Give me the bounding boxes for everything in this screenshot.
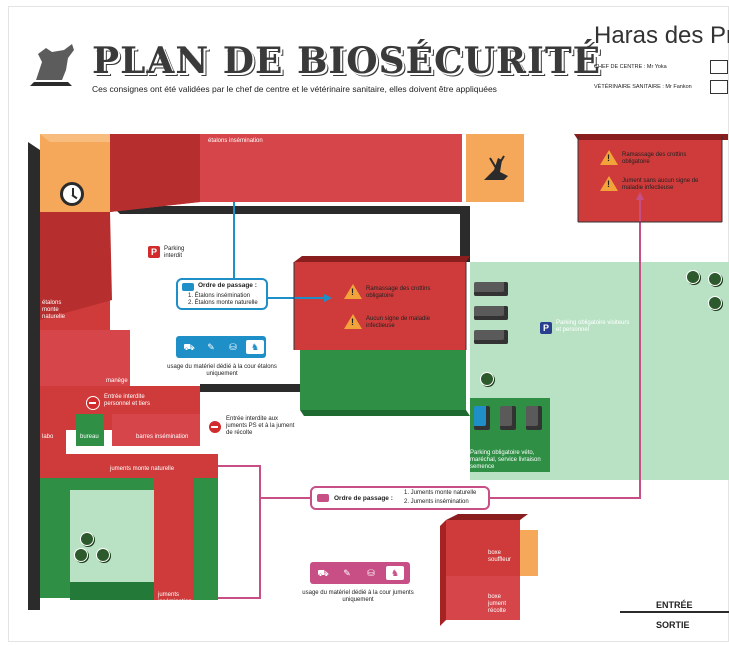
horse-icon — [182, 283, 194, 291]
label-bureau: bureau — [80, 434, 99, 440]
label-labo: labo — [42, 434, 54, 440]
vet-signature-box — [710, 80, 728, 94]
zone-barres — [112, 414, 200, 446]
materiel-etalons-icons: ⛟ ✎ ⛁ ♞ — [176, 336, 266, 358]
fence-top-right — [577, 136, 723, 223]
tools-icon: ✎ — [343, 568, 351, 578]
label-juments-monte-naturelle: juments monte naturelle — [110, 466, 175, 472]
usage-juments-label: usage du matériel dédié à la cour jument… — [302, 590, 414, 603]
horseshoe-icon — [526, 406, 542, 430]
label-manege: manège — [106, 378, 128, 384]
label-boxe-recolte: boxe jument récolte — [488, 594, 507, 614]
warning-icon — [600, 176, 618, 191]
tree-icon — [708, 272, 722, 286]
bucket-icon: ⛁ — [229, 342, 237, 352]
paddock-center — [70, 490, 154, 582]
zone-juments-insemination — [154, 478, 194, 600]
tractor-icon: ⛟ — [183, 342, 195, 352]
warning-icon — [600, 150, 618, 165]
ramassage-2: Ramassage des crottins obligatoire — [622, 152, 687, 165]
bin-icon — [474, 330, 508, 344]
aucun-signe-1: Aucun signe de maladie infectieuse — [366, 316, 431, 329]
warning-icon — [344, 284, 362, 299]
parking-visiteurs-label: Parking obligatoire visiteurs et personn… — [556, 320, 630, 333]
tree-icon — [74, 548, 88, 562]
parking-interdit-icon: P — [148, 246, 160, 258]
label-juments-insemination: juments insémination artificielle — [158, 592, 192, 612]
chef-label: CHEF DE CENTRE : Mr Yoka — [594, 64, 667, 70]
tree-icon — [708, 296, 722, 310]
horse-icon — [317, 494, 329, 502]
clock-icon — [60, 182, 84, 206]
bin-icon — [474, 282, 508, 296]
parking-vets-label: Parking obligatoire véto, maréchal, serv… — [470, 450, 541, 470]
ordre-juments-box: Ordre de passage : 1. Juments monte natu… — [310, 486, 490, 510]
ordre-etalons-item-1: 1. Étalons insémination — [188, 293, 251, 299]
tree-icon — [686, 270, 700, 284]
jument-sans-signe: Jument sans aucun signe de maladie infec… — [622, 178, 699, 191]
medical-icon — [474, 406, 490, 430]
parking-interdit-label: Parking interdit — [164, 246, 185, 259]
bin-icon — [474, 306, 508, 320]
horse-icon: ♞ — [386, 566, 404, 580]
wall-right-vertical — [460, 206, 470, 262]
ordre-etalons-item-2: 2. Étalons monte naturelle — [188, 300, 258, 306]
tree-icon — [480, 372, 494, 386]
zone-bureau — [76, 414, 104, 446]
ordre-etalons-box: Ordre de passage : 1. Étalons inséminati… — [176, 278, 268, 310]
bucket-icon: ⛁ — [367, 568, 375, 578]
label-etalons-insemination: étalons insémination — [208, 138, 263, 144]
box-recolte — [446, 576, 520, 620]
path-juments — [218, 465, 310, 499]
chef-signature-box — [710, 60, 728, 74]
ramassage-1: Ramassage des crottins obligatoire — [366, 286, 431, 299]
stud-name: Haras des Prés — [594, 22, 729, 49]
no-entry-icon-2 — [208, 420, 222, 434]
page-title: PLAN DE BIOSÉCURITÉ — [92, 40, 602, 82]
orange-clock-zone — [40, 134, 110, 212]
entree-label: ENTRÉE — [656, 600, 693, 610]
wall-outline — [28, 142, 40, 610]
page-subtitle: Ces consignes ont été validées par le ch… — [92, 84, 497, 94]
horse-icon: ♞ — [246, 340, 264, 354]
breeding-icon — [478, 150, 514, 186]
central-green — [300, 350, 466, 410]
label-boxe-souffleur: boxe souffleur — [488, 550, 511, 563]
tree-icon — [80, 532, 94, 546]
fence-central — [293, 262, 467, 350]
logo — [28, 40, 80, 86]
usage-etalons-label: usage du matériel dédié à la cour étalon… — [167, 364, 277, 377]
ordre-juments-title: Ordre de passage : — [334, 495, 393, 502]
materiel-juments-icons: ⛟ ✎ ⛁ ♞ — [310, 562, 410, 584]
warning-icon — [344, 314, 362, 329]
tool-icon — [500, 406, 516, 430]
central-paddock — [294, 262, 466, 350]
ordre-juments-item-1: 1. Juments monte naturelle — [404, 490, 477, 496]
tree-icon — [96, 548, 110, 562]
label-etalons-monte-naturelle: étalons monte naturelle — [42, 300, 66, 320]
zone-juments-monte-naturelle — [40, 454, 218, 478]
vet-label: VÉTÉRINAIRE SANITAIRE : Mr Fankon — [594, 84, 692, 90]
parking-icon: P — [540, 322, 552, 334]
ordre-etalons-title: Ordre de passage : — [198, 282, 257, 289]
sortie-label: SORTIE — [656, 620, 690, 630]
tools-icon: ✎ — [207, 342, 215, 352]
tractor-icon: ⛟ — [317, 568, 329, 578]
box-souffleur — [446, 520, 520, 576]
paddock-left — [40, 478, 70, 598]
entree-interdite-juments: Entrée interdite aux juments PS et à la … — [226, 416, 295, 436]
entree-interdite-personnel: Entrée interdite personnel et tiers — [104, 394, 151, 407]
no-entry-icon — [86, 396, 100, 410]
wall-inner — [112, 206, 470, 214]
wall-inner-2 — [200, 384, 300, 392]
label-barres: barres insémination — [136, 434, 189, 440]
ordre-juments-item-2: 2. Juments insémination — [404, 499, 469, 505]
